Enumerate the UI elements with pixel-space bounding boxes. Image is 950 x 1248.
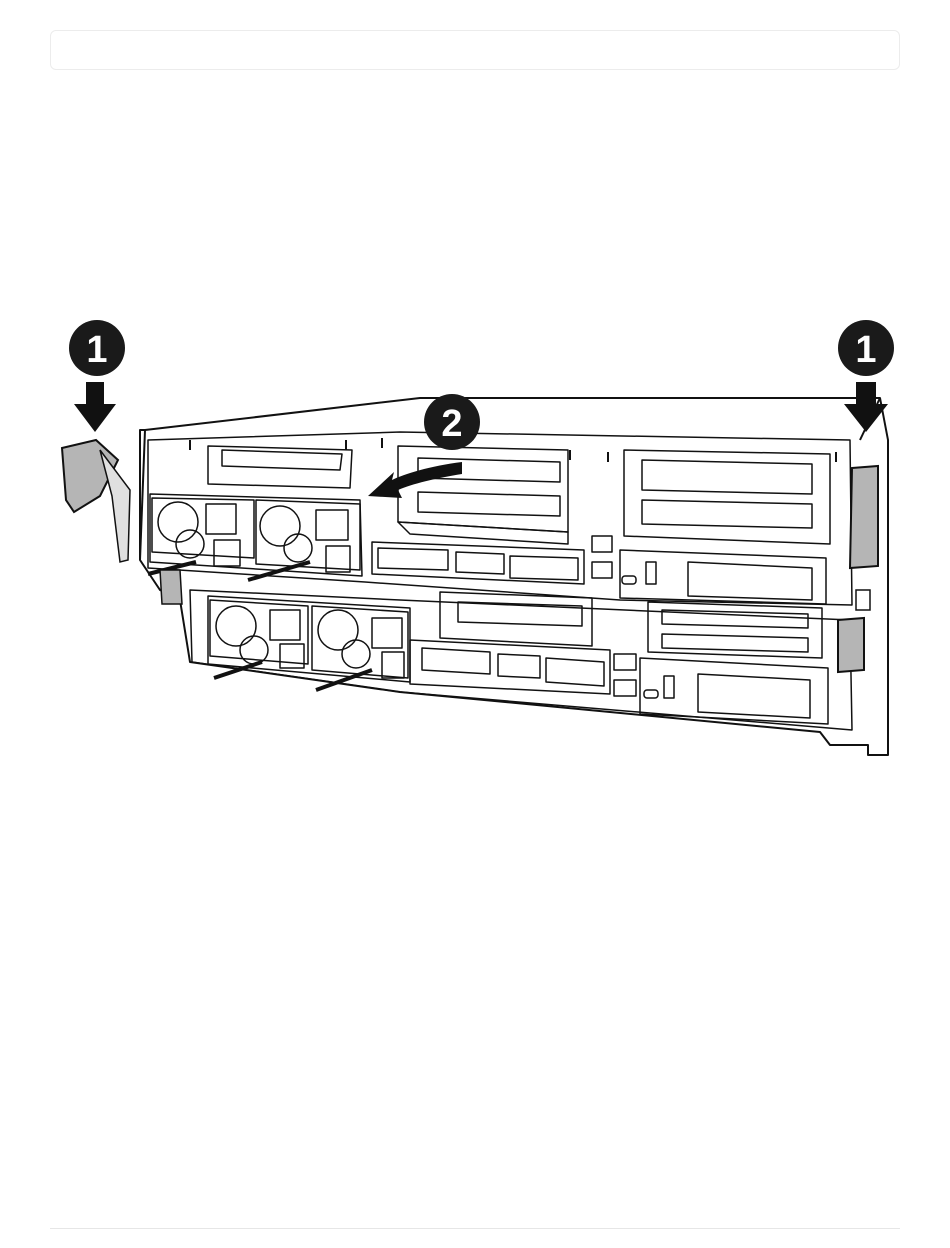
left-down-arrow-icon (74, 382, 116, 432)
right-cam-handle (838, 466, 878, 672)
chassis-illustration: 1 2 1 (0, 300, 950, 770)
footer-rule (50, 1228, 900, 1229)
power-supplies-upper (148, 494, 362, 580)
left-cam-handle (62, 440, 182, 604)
right-down-arrow-icon (844, 382, 888, 432)
pcie-slots-left (208, 446, 352, 488)
top-edge-ticks (190, 438, 836, 462)
header-box (50, 30, 900, 70)
pcie-slots-center (398, 446, 568, 544)
callout-1-left-label: 1 (86, 329, 107, 371)
power-supplies-lower (208, 596, 410, 690)
callout-2: 2 (424, 394, 480, 450)
callout-2-label: 2 (441, 403, 462, 445)
callout-1-right-label: 1 (855, 329, 876, 371)
callout-1-right: 1 (838, 320, 894, 376)
controller-removal-figure: 1 2 1 (0, 300, 950, 770)
callout-1-left: 1 (69, 320, 125, 376)
lower-io-panel (410, 640, 828, 724)
pcie-slots-right (624, 450, 830, 544)
lower-module (190, 590, 852, 730)
